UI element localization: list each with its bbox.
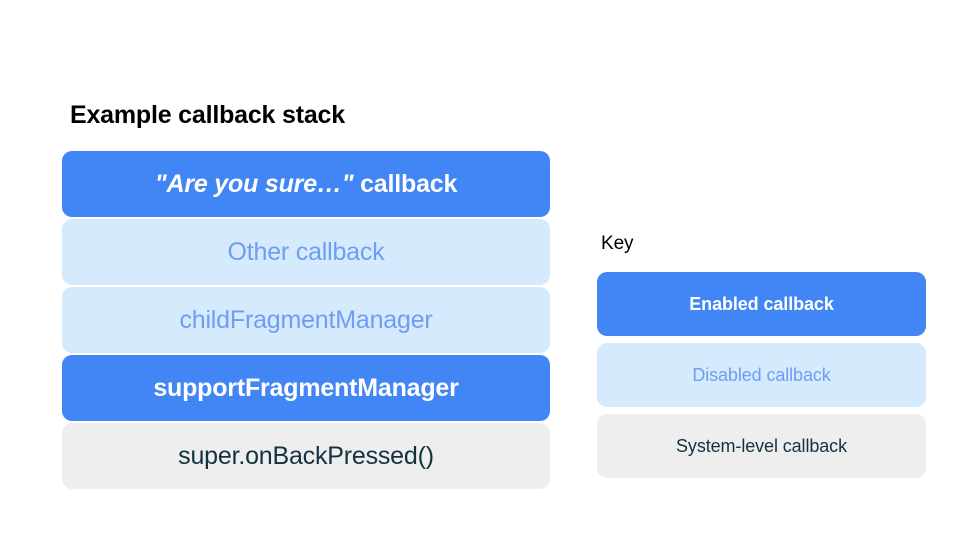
stack-item-label-quoted: "Are you sure…": [154, 169, 354, 198]
stack-item-child-fragment-manager[interactable]: childFragmentManager: [62, 287, 550, 353]
key-item-label: Enabled callback: [689, 293, 834, 314]
stack-item-label-trailing: callback: [353, 169, 458, 198]
stack-item-other-callback[interactable]: Other callback: [62, 219, 550, 285]
key-item-label: Disabled callback: [692, 364, 831, 385]
callback-stack-section: Example callback stack "Are you sure…" c…: [62, 100, 550, 491]
key-title: Key: [601, 233, 634, 254]
key-item-system-level-callback[interactable]: System-level callback: [597, 414, 926, 478]
stack-item-are-you-sure-callback[interactable]: "Are you sure…" callback: [62, 151, 550, 217]
page-title: Example callback stack: [70, 101, 345, 129]
key-item-enabled-callback[interactable]: Enabled callback: [597, 272, 926, 336]
stack-item-label: supportFragmentManager: [153, 373, 459, 402]
stack-item-support-fragment-manager[interactable]: supportFragmentManager: [62, 355, 550, 421]
stack-item-label: childFragmentManager: [179, 305, 433, 334]
stack-item-label: Other callback: [227, 237, 385, 266]
stack-item-label: super.onBackPressed(): [178, 441, 434, 470]
stack-item-super-on-back-pressed[interactable]: super.onBackPressed(): [62, 423, 550, 489]
key-item-disabled-callback[interactable]: Disabled callback: [597, 343, 926, 407]
key-item-label: System-level callback: [676, 435, 847, 456]
stack-item-label: "Are you sure…" callback: [154, 169, 458, 199]
key-legend-section: Key Enabled callback Disabled callback S…: [597, 232, 926, 485]
